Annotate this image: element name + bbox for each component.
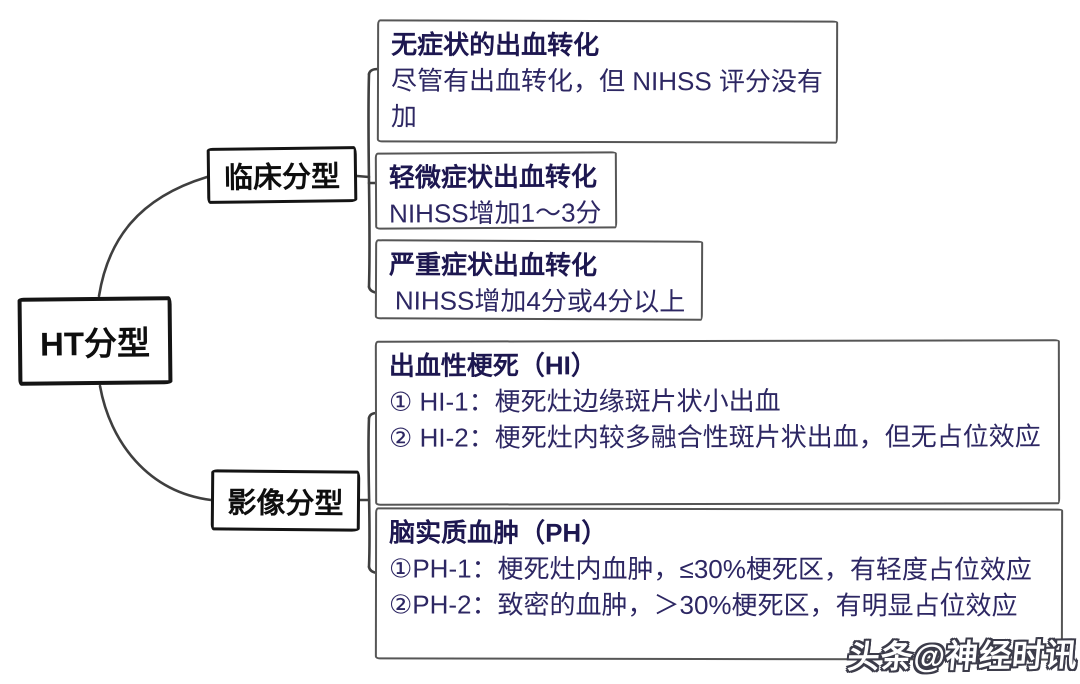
leaf-title: 脑实质血肿（PH） bbox=[389, 517, 608, 548]
leaf-item-hi-2: ② HI-2：梗死灶内较多融合性斑片状出血，但无占位效应 bbox=[388, 421, 1041, 453]
leaf-title: 严重症状出血转化 bbox=[389, 249, 598, 281]
connector-clinical-vertical bbox=[367, 72, 371, 289]
leaf-item-ph-1: ①PH-1：梗死灶内血肿，≤30%梗死区，有轻度占位效应 bbox=[389, 553, 1032, 585]
branch-clinical-label: 临床分型 bbox=[223, 161, 341, 195]
leaf-card-hemorrhagic-infarction: 出血性梗死（HI） ① HI-1：梗死灶边缘斑片状小出血 ② HI-2：梗死灶内… bbox=[374, 339, 1061, 506]
connector-root-imaging bbox=[98, 384, 213, 502]
connector-clinical-stub bbox=[355, 174, 371, 179]
leaf-card-mild-symptomatic-ht: 轻微症状出血转化 NIHSS增加1～3分 bbox=[374, 151, 618, 230]
leaf-title: 出血性梗死（HI） bbox=[388, 350, 597, 381]
connector-root-clinical bbox=[97, 175, 209, 298]
branch-node-clinical-classification: 临床分型 bbox=[206, 146, 358, 204]
watermark-toutiao: 头条@神经时讯 bbox=[845, 636, 1080, 676]
leaf-body: NIHSS增加4分或4分以上 bbox=[394, 285, 686, 317]
root-node-label: HT分型 bbox=[39, 324, 151, 363]
leaf-body: NIHSS增加1～3分 bbox=[389, 197, 602, 229]
leaf-title: 轻微症状出血转化 bbox=[388, 161, 598, 193]
connector-imaging-vertical bbox=[367, 416, 371, 569]
branch-node-imaging-classification: 影像分型 bbox=[210, 469, 361, 532]
leaf-card-severe-symptomatic-ht: 严重症状出血转化 NIHSS增加4分或4分以上 bbox=[374, 239, 704, 321]
leaf-title: 无症状的出血转化 bbox=[391, 29, 600, 60]
leaf-item-hi-1: ① HI-1：梗死灶边缘斑片状小出血 bbox=[388, 385, 781, 417]
branch-imaging-label: 影像分型 bbox=[227, 486, 344, 521]
leaf-card-asymptomatic-ht: 无症状的出血转化 尽管有出血转化，但 NIHSS 评分没有加 bbox=[376, 19, 839, 144]
leaf-item-ph-2: ②PH-2：致密的血肿，＞30%梗死区，有明显占位效应 bbox=[388, 589, 1018, 621]
leaf-body: 尽管有出血转化，但 NIHSS 评分没有加 bbox=[390, 65, 823, 132]
root-node-ht-classification: HT分型 bbox=[17, 296, 173, 386]
